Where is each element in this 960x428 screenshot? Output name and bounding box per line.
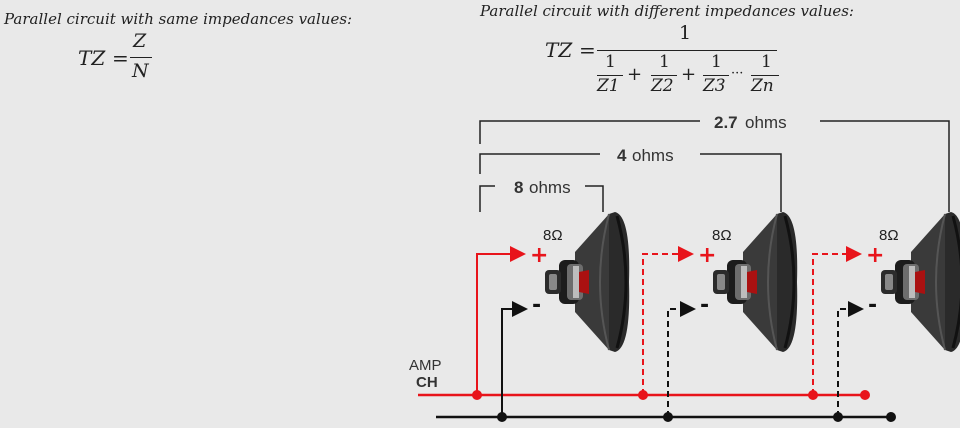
bracket-4-value: 4 bbox=[617, 146, 627, 165]
speaker-3-negative-wire bbox=[837, 301, 864, 417]
junction-negative-1 bbox=[497, 412, 507, 422]
term-3-bar bbox=[703, 75, 729, 76]
junction-positive-end bbox=[860, 390, 870, 400]
formula-numerator: Z bbox=[133, 30, 147, 52]
speaker-1-positive-wire bbox=[476, 246, 526, 395]
junction-negative-end bbox=[886, 412, 896, 422]
junction-positive-3 bbox=[808, 390, 818, 400]
junction-positive-1 bbox=[472, 390, 482, 400]
term-3-num: 1 bbox=[711, 52, 722, 72]
formula-lhs: TZ bbox=[545, 38, 573, 62]
fraction-bar bbox=[130, 57, 152, 58]
same-impedance-caption: Parallel circuit with same impedances va… bbox=[4, 10, 353, 28]
formula-eq: = bbox=[579, 38, 596, 62]
junction-negative-3 bbox=[833, 412, 843, 422]
speaker-1-negative-wire bbox=[501, 301, 528, 417]
bracket-4-unit: ohms bbox=[632, 146, 674, 165]
speaker-3-impedance: 8Ω bbox=[879, 227, 899, 244]
formula-denominator: N bbox=[132, 60, 149, 82]
bracket-2-7-ohms bbox=[479, 120, 950, 212]
speaker-3-minus: - bbox=[868, 293, 877, 318]
speaker-2-negative-wire bbox=[667, 301, 696, 417]
formula-numerator: 1 bbox=[679, 22, 692, 44]
junction-negative-2 bbox=[663, 412, 673, 422]
speaker-2-positive-wire bbox=[642, 246, 694, 395]
term-2-den: Z2 bbox=[651, 76, 674, 96]
term-3-den: Z3 bbox=[703, 76, 726, 96]
speaker-1-minus: - bbox=[532, 293, 541, 318]
bracket-4-ohms bbox=[479, 153, 782, 212]
speaker-2-impedance: 8Ω bbox=[712, 227, 732, 244]
bracket-8-ohms bbox=[479, 185, 604, 212]
bracket-2-7-unit: ohms bbox=[745, 113, 787, 132]
bracket-2-7-value: 2.7 bbox=[714, 113, 738, 132]
speaker-1-impedance: 8Ω bbox=[543, 227, 563, 244]
term-n-bar bbox=[751, 75, 779, 76]
junction-positive-2 bbox=[638, 390, 648, 400]
channel-label: CH bbox=[416, 374, 438, 391]
different-impedance-caption: Parallel circuit with different impedanc… bbox=[480, 2, 854, 20]
term-n-den: Zn bbox=[751, 76, 774, 96]
speaker-1-plus: + bbox=[530, 243, 548, 268]
amp-label: AMP bbox=[409, 357, 442, 374]
term-2-num: 1 bbox=[659, 52, 670, 72]
formula-lhs: TZ bbox=[78, 46, 106, 70]
term-1-bar bbox=[597, 75, 623, 76]
ellipsis: ··· bbox=[731, 66, 744, 81]
speaker-2-plus: + bbox=[698, 243, 716, 268]
same-impedance-formula: TZ = Z N bbox=[78, 30, 168, 90]
plus-2: + bbox=[681, 64, 697, 85]
speaker-3-positive-wire bbox=[812, 246, 862, 395]
term-n-num: 1 bbox=[761, 52, 772, 72]
speaker-3-plus: + bbox=[866, 243, 884, 268]
bracket-8-unit: ohms bbox=[529, 178, 571, 197]
bracket-8-value: 8 bbox=[514, 178, 523, 197]
term-1-den: Z1 bbox=[597, 76, 620, 96]
plus-1: + bbox=[627, 64, 643, 85]
speaker-2-minus: - bbox=[700, 293, 709, 318]
term-1-num: 1 bbox=[605, 52, 616, 72]
formula-eq: = bbox=[112, 46, 129, 70]
term-2-bar bbox=[651, 75, 677, 76]
different-impedance-formula: TZ = 1 1 Z1 + 1 Z2 + 1 Z3 ··· 1 Zn bbox=[545, 22, 785, 102]
main-fraction-bar bbox=[597, 50, 777, 51]
